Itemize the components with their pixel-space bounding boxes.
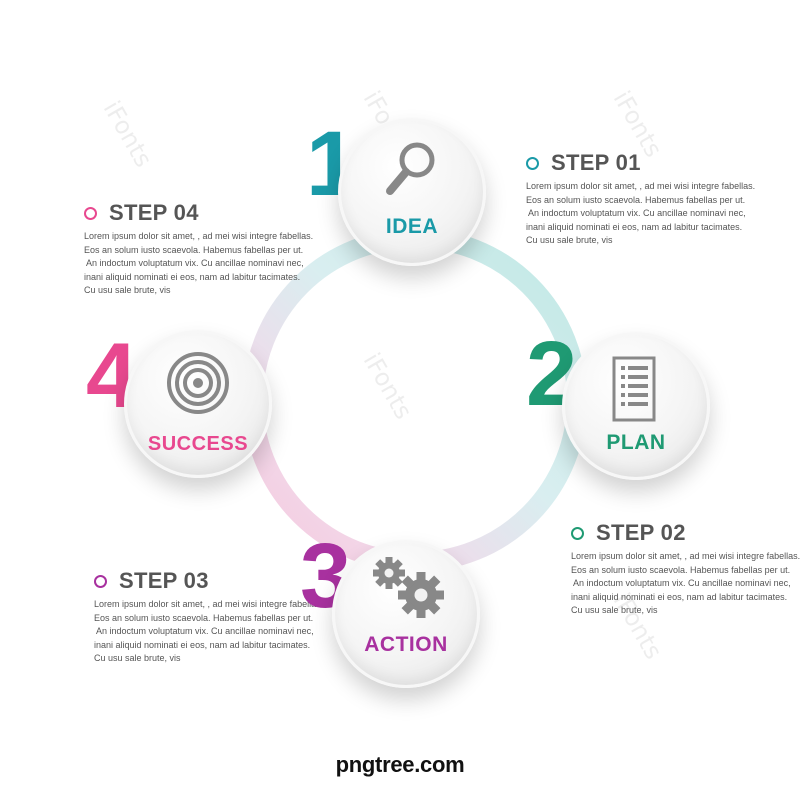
action-node: ACTION	[332, 540, 480, 688]
step-01-title: STEP 01	[551, 150, 641, 175]
step-01-heading: STEP 01	[526, 150, 641, 176]
action-label: ACTION	[364, 633, 448, 656]
step-02-title: STEP 02	[596, 520, 686, 545]
step-04-text: Lorem ipsum dolor sit amet, , ad mei wis…	[84, 231, 314, 295]
step-02-text: Lorem ipsum dolor sit amet, , ad mei wis…	[571, 551, 800, 615]
step-04-heading: STEP 04	[84, 200, 199, 226]
step-03-text: Lorem ipsum dolor sit amet, , ad mei wis…	[94, 599, 324, 663]
step-04-title: STEP 04	[109, 200, 199, 225]
success-label: SUCCESS	[147, 433, 249, 455]
target-icon	[167, 352, 229, 414]
gears-icon	[373, 557, 444, 618]
step-04-dot	[84, 206, 97, 220]
step-03-heading: STEP 03	[94, 568, 209, 594]
step-02-dot	[571, 526, 584, 540]
magnifier-icon	[386, 142, 435, 195]
pngtree-logo: pngtree.com	[335, 752, 465, 777]
plan-label: PLAN	[606, 431, 666, 454]
document-icon	[612, 356, 656, 422]
success-node: SUCCESS	[124, 330, 272, 478]
idea-node: IDEA	[338, 118, 486, 266]
plan-node: PLAN	[562, 332, 710, 480]
step-03-dot	[94, 574, 107, 588]
step-03-title: STEP 03	[119, 568, 209, 593]
step-02-heading: STEP 02	[571, 520, 686, 546]
step-01-dot	[526, 156, 539, 170]
idea-label: IDEA	[385, 215, 439, 238]
step-01-text: Lorem ipsum dolor sit amet, , ad mei wis…	[526, 181, 756, 245]
